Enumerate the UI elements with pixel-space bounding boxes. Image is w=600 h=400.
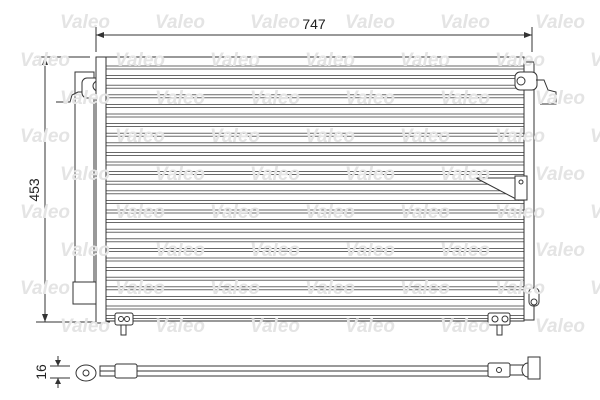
watermark-text: Valeo bbox=[345, 88, 395, 109]
watermark-text: Valeo bbox=[20, 202, 70, 223]
watermark-text: Valeo bbox=[535, 240, 585, 261]
thickness-label: 16 bbox=[33, 364, 49, 380]
watermark-text: Valeo bbox=[345, 316, 395, 337]
watermark-text: Valeo bbox=[590, 278, 600, 299]
top-right-bracket bbox=[514, 71, 557, 105]
watermark-text: Valeo bbox=[20, 50, 70, 71]
watermark-text: Valeo bbox=[495, 278, 545, 299]
watermark-text: Valeo bbox=[345, 12, 395, 33]
watermark-text: Valeo bbox=[60, 12, 110, 33]
watermark-text: Valeo bbox=[115, 50, 165, 71]
height-label: 453 bbox=[26, 178, 42, 202]
watermark-text: Valeo bbox=[345, 164, 395, 185]
watermark-text: Valeo bbox=[400, 278, 450, 299]
watermark-text: Valeo bbox=[155, 88, 205, 109]
watermark-text: Valeo bbox=[250, 316, 300, 337]
tube bbox=[105, 267, 525, 272]
watermark-text: Valeo bbox=[495, 202, 545, 223]
watermark-text: Valeo bbox=[210, 202, 260, 223]
watermark-text: Valeo bbox=[400, 202, 450, 223]
tube bbox=[105, 190, 525, 195]
watermark-text: Valeo bbox=[155, 12, 205, 33]
watermark-text: Valeo bbox=[155, 240, 205, 261]
watermark-text: Valeo bbox=[590, 50, 600, 71]
width-dimension: 747 bbox=[95, 16, 533, 52]
tube bbox=[105, 228, 525, 233]
watermark-text: Valeo bbox=[400, 126, 450, 147]
watermark-text: Valeo bbox=[535, 88, 585, 109]
watermark-text: Valeo bbox=[400, 50, 450, 71]
watermark-text: Valeo bbox=[305, 126, 355, 147]
watermark-text: Valeo bbox=[305, 202, 355, 223]
watermark-text: Valeo bbox=[535, 316, 585, 337]
watermark-text: Valeo bbox=[210, 50, 260, 71]
watermark-text: Valeo bbox=[250, 12, 300, 33]
mounting-bracket bbox=[475, 175, 528, 201]
watermark-text: Valeo bbox=[20, 278, 70, 299]
watermark-text: Valeo bbox=[440, 88, 490, 109]
watermark-text: Valeo bbox=[495, 126, 545, 147]
watermark-text: Valeo bbox=[115, 202, 165, 223]
watermark-text: Valeo bbox=[155, 164, 205, 185]
tube bbox=[105, 305, 525, 310]
watermark-text: Valeo bbox=[60, 240, 110, 261]
watermark-text: Valeo bbox=[440, 12, 490, 33]
watermark-text: Valeo bbox=[250, 164, 300, 185]
watermark-text: Valeo bbox=[535, 12, 585, 33]
watermark-text: Valeo bbox=[115, 278, 165, 299]
thickness-dimension: 16 bbox=[33, 356, 70, 388]
watermark-text: Valeo bbox=[440, 240, 490, 261]
watermark-text: Valeo bbox=[305, 278, 355, 299]
left-header bbox=[95, 56, 107, 324]
tube bbox=[105, 151, 525, 156]
watermark-text: Valeo bbox=[440, 164, 490, 185]
side-view bbox=[75, 356, 541, 382]
watermark-text: Valeo bbox=[305, 50, 355, 71]
watermark-text: Valeo bbox=[535, 164, 585, 185]
watermark-text: Valeo bbox=[60, 164, 110, 185]
watermark-text: Valeo bbox=[155, 316, 205, 337]
width-label: 747 bbox=[302, 16, 326, 32]
watermark-text: Valeo bbox=[60, 88, 110, 109]
tube bbox=[105, 75, 525, 79]
watermark-text: Valeo bbox=[20, 126, 70, 147]
watermark-text: Valeo bbox=[345, 240, 395, 261]
watermark-text: Valeo bbox=[495, 50, 545, 71]
outlet-fitting bbox=[114, 287, 540, 336]
watermark-text: Valeo bbox=[250, 88, 300, 109]
watermark-text: Valeo bbox=[250, 240, 300, 261]
watermark-text: Valeo bbox=[115, 126, 165, 147]
watermark-text: Valeo bbox=[440, 316, 490, 337]
watermark-text: Valeo bbox=[60, 316, 110, 337]
watermark-text: Valeo bbox=[590, 126, 600, 147]
watermark-text: Valeo bbox=[210, 278, 260, 299]
watermark-text: Valeo bbox=[210, 126, 260, 147]
tube bbox=[105, 113, 525, 118]
watermark-text: Valeo bbox=[590, 202, 600, 223]
